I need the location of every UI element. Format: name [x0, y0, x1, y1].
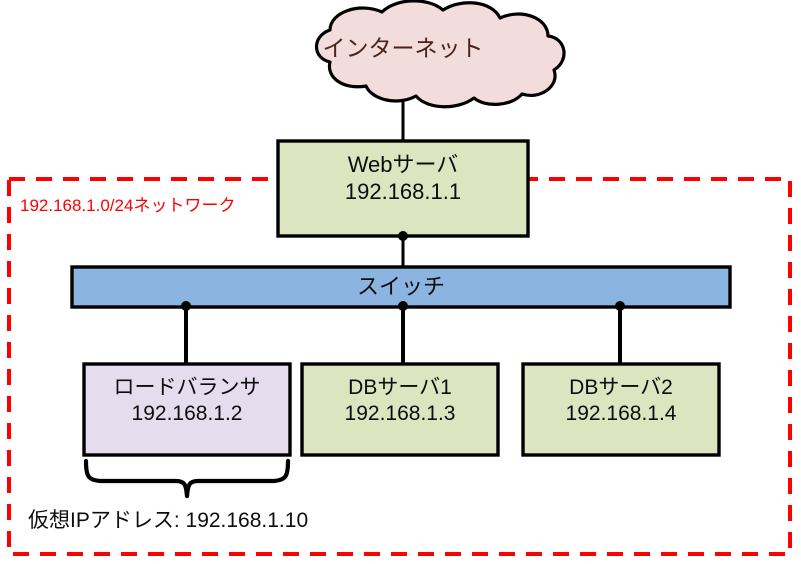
cloud-shape [314, 0, 566, 109]
load-balancer-box [82, 362, 292, 457]
internet-cloud[interactable] [314, 0, 566, 109]
web-server-node[interactable] [276, 139, 530, 238]
db-server-1-node[interactable] [300, 362, 500, 457]
switch-bar [70, 265, 732, 309]
load-balancer-node[interactable] [82, 362, 292, 457]
switch-node[interactable] [70, 265, 732, 309]
db-server-2-box [521, 362, 721, 457]
db-server-2-node[interactable] [521, 362, 721, 457]
connection-dot-db2 [615, 301, 625, 311]
connection-dot-web [398, 231, 408, 241]
virtual-ip-brace [83, 458, 291, 499]
switch-connection-dots [181, 301, 625, 311]
db-server-1-box [300, 362, 500, 457]
web-server-box [276, 139, 530, 238]
connection-dot-lb [181, 301, 191, 311]
connection-dot-db1 [398, 301, 408, 311]
connection-lines [184, 96, 622, 365]
